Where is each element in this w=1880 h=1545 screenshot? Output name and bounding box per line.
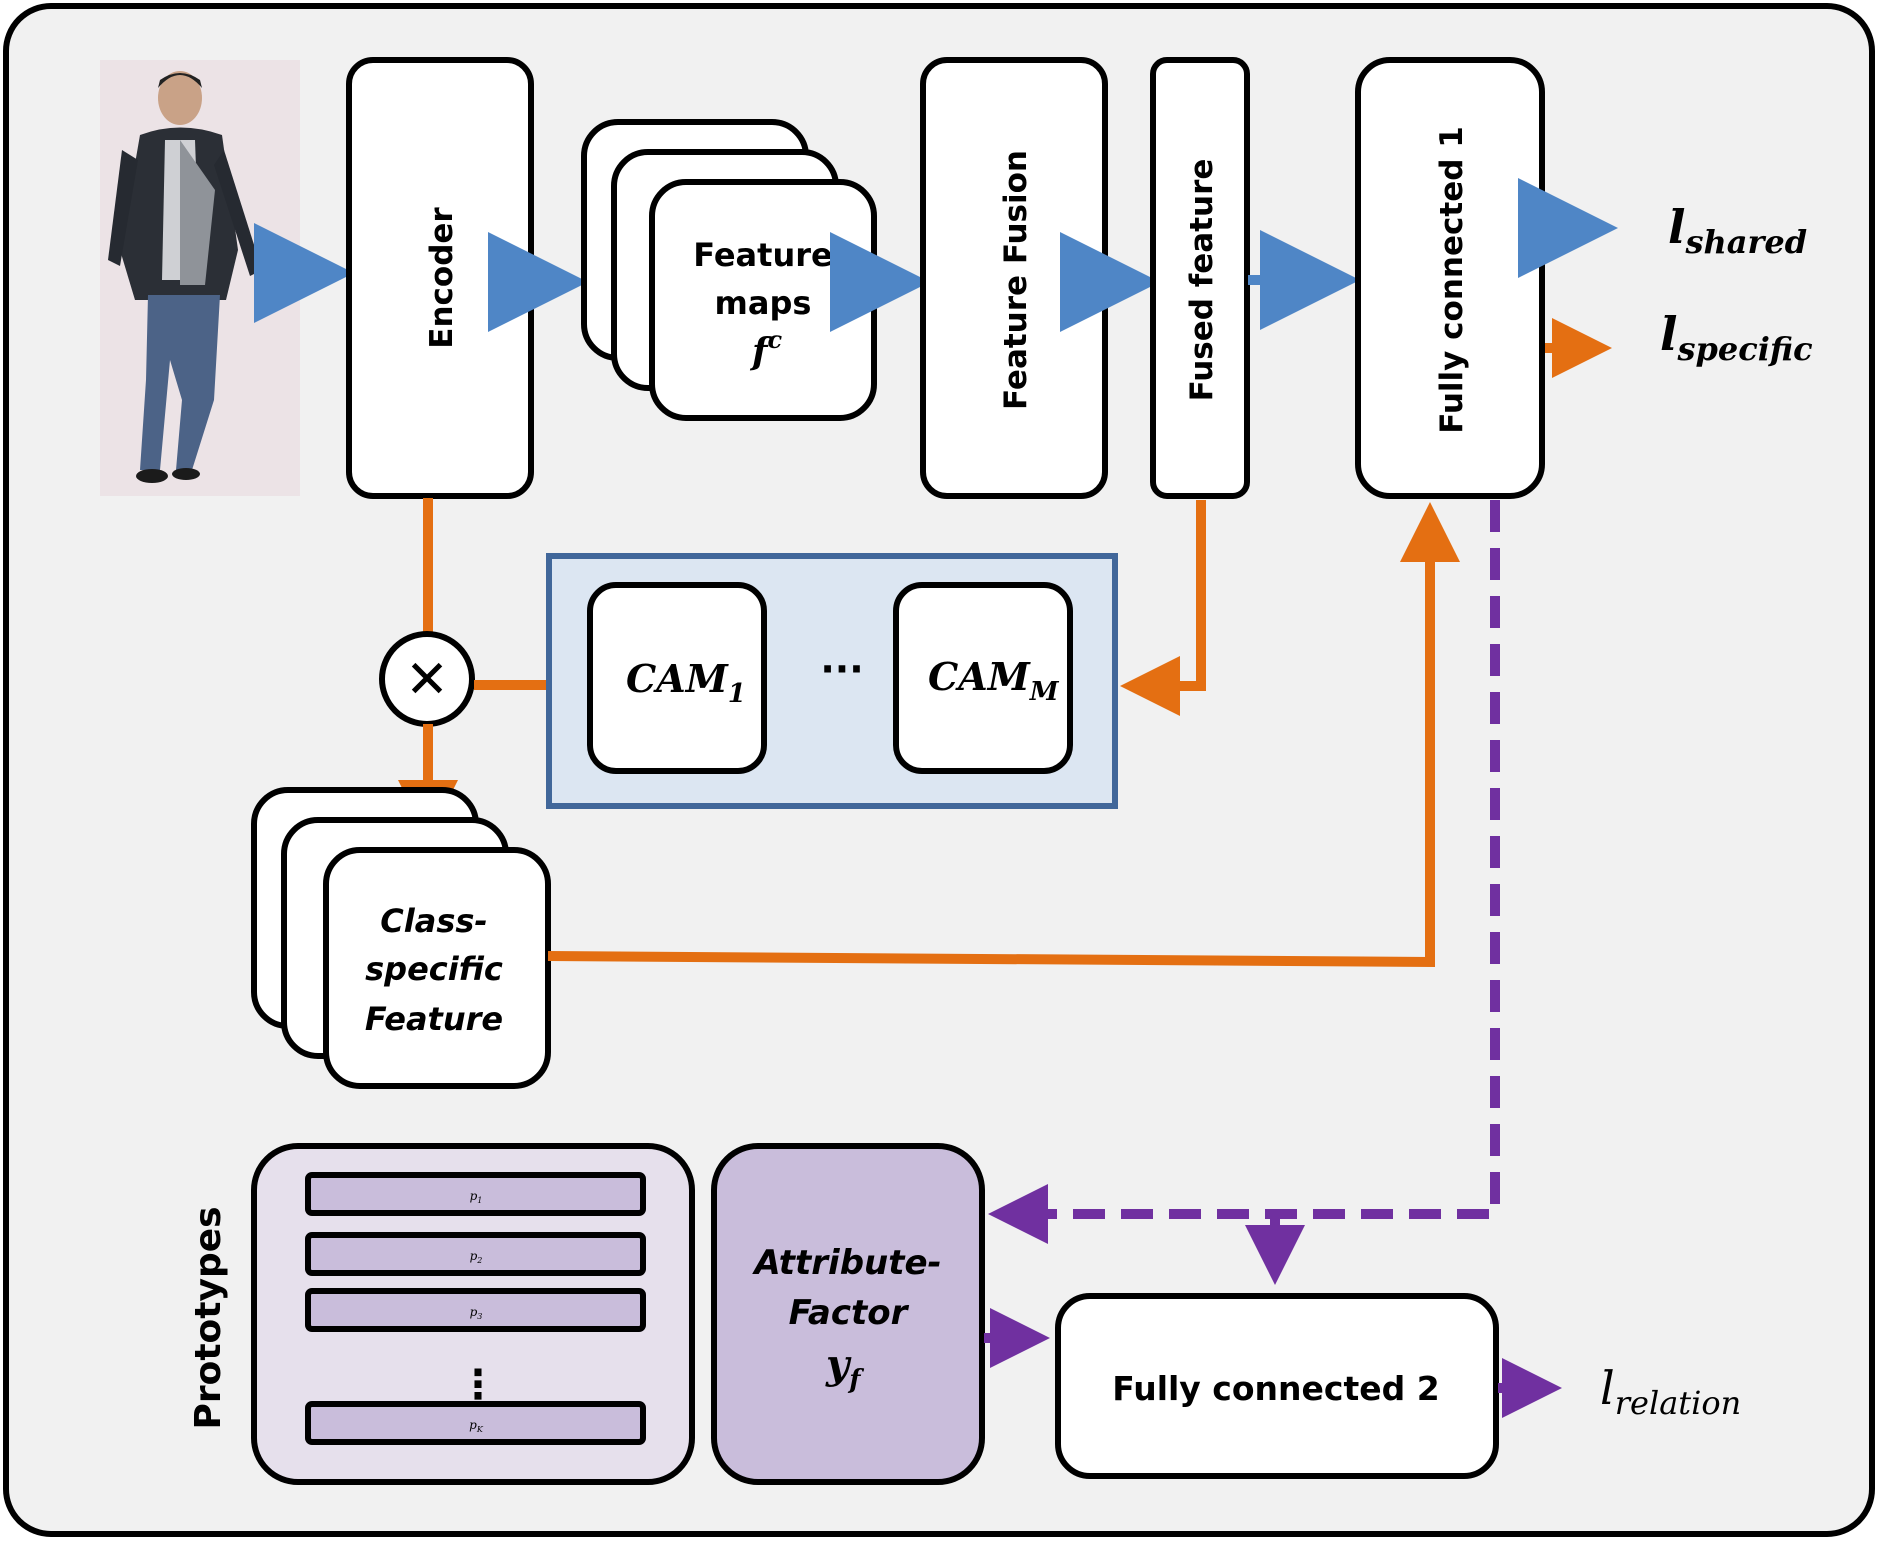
prototype-bar-3 <box>305 1288 646 1332</box>
encoder-label: Encoder <box>424 207 460 349</box>
attribute-factor-label-line1: Attribute- <box>751 1243 941 1283</box>
cam-last-label: CAMM <box>928 654 1060 707</box>
encoder-block: Encoder <box>346 57 534 499</box>
cam-ellipsis: ··· <box>820 647 863 691</box>
prototype-bar-1 <box>305 1172 646 1216</box>
fused-feature-label: Fused feature <box>1184 159 1220 402</box>
class-specific-feature-stack: Class- specific Feature <box>251 787 551 1089</box>
prototype-ellipsis: ⋮ <box>458 1362 498 1408</box>
prototype-label-3: p3 <box>470 1305 483 1321</box>
class-specific-label-line3: Feature <box>365 1000 503 1038</box>
feature-fusion-label: Feature Fusion <box>998 150 1034 410</box>
loss-relation: lrelation <box>1600 1361 1741 1422</box>
prototype-bar-k <box>305 1401 646 1445</box>
prototype-bar-2 <box>305 1232 646 1276</box>
fused-feature-block: Fused feature <box>1150 57 1250 499</box>
feature-maps-label-line2: maps <box>715 284 812 322</box>
orange-classspecific-to-fc1 <box>547 502 1460 968</box>
class-specific-label-line2: specific <box>365 950 503 988</box>
cam-last-box <box>893 582 1073 774</box>
attribute-factor-symbol: yf <box>825 1341 864 1395</box>
attribute-factor-block: Attribute- Factor yf <box>711 1143 985 1485</box>
loss-specific: lspecific <box>1660 307 1813 368</box>
fully-connected-1-block: Fully connected 1 <box>1355 57 1545 499</box>
multiply-node: ✕ <box>379 631 475 727</box>
feature-maps-label-line1: Feature <box>693 236 832 274</box>
fully-connected-2-label: Fully connected 2 <box>1112 1369 1439 1408</box>
prototypes-label: Prototypes <box>188 1206 229 1429</box>
loss-shared: lshared <box>1668 200 1807 261</box>
multiply-symbol: ✕ <box>405 650 449 710</box>
prototype-label-2: p2 <box>470 1249 483 1265</box>
fully-connected-2-block: Fully connected 2 <box>1055 1293 1499 1479</box>
prototype-label-k: pK <box>469 1418 484 1434</box>
cam-first-label: CAM1 <box>626 656 746 709</box>
prototype-label-1: p1 <box>470 1189 483 1205</box>
cam-first-box <box>587 582 767 774</box>
cam-panel: CAM1 ··· CAMM <box>546 553 1118 809</box>
orange-fused-to-cam <box>1120 500 1206 716</box>
prototypes-panel: p1 p2 p3 ⋮ pK <box>251 1143 695 1485</box>
attribute-factor-label-line2: Factor <box>789 1293 910 1333</box>
feature-fusion-block: Feature Fusion <box>920 57 1108 499</box>
class-specific-label-line1: Class- <box>380 902 487 940</box>
fully-connected-1-label: Fully connected 1 <box>1434 126 1470 434</box>
feature-maps-stack: Feature maps fc <box>581 119 877 421</box>
pedestrian-photo <box>100 60 300 496</box>
